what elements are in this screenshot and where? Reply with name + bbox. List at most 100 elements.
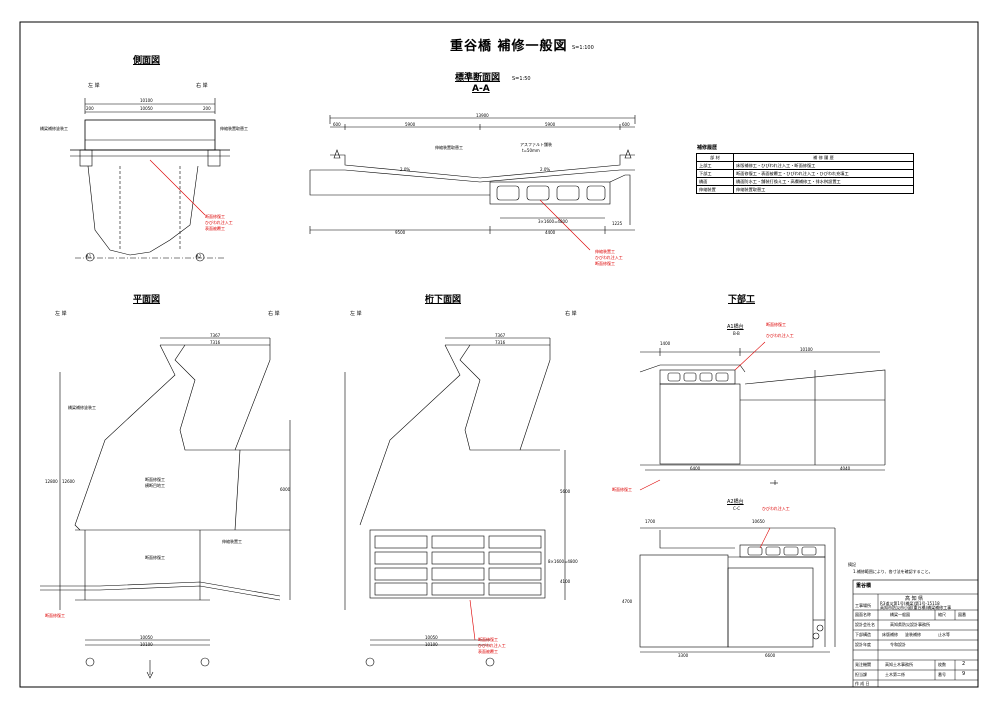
girder-dim-1: 7367 (495, 333, 506, 338)
plan-note-3: 横断目地工 (145, 483, 165, 488)
repair-cell: 伸縮装置取替工 (733, 185, 914, 194)
plan-view-title: 平面図 (133, 295, 161, 305)
repair-table-header: 部 材補 修 履 歴 (696, 153, 914, 162)
tb-cell: 番号 (938, 672, 946, 677)
plan-dim-3: 10050 (140, 635, 153, 640)
a1-dim-1: 1400 (660, 341, 671, 346)
side-note-2: 伸縮装置取替工 (220, 126, 248, 131)
section-scale: S=1:50 (512, 76, 531, 82)
a2-dim-1: 1700 (645, 519, 656, 524)
side-view-title: 側面図 (133, 56, 161, 66)
title-block-frame (852, 579, 979, 688)
section-dim-e: 9500 (395, 230, 406, 235)
side-red-note-1: 断面修復工 (205, 214, 225, 219)
tb-cell: 枚数 (938, 662, 946, 667)
section-dim-total: 13900 (476, 113, 489, 118)
repair-cell: 伸縮装置 (696, 185, 734, 194)
side-dim-4: 200 (203, 106, 211, 111)
repair-cell: 下部工 (696, 169, 734, 178)
repair-cell: 断面修復工・表面被覆工・ひびわれ注入工・ひびわれ充填工 (733, 169, 914, 178)
substructure-title: 下部工 (728, 295, 756, 305)
section-subtitle: A-A (472, 84, 490, 94)
girder-dim-6: 4100 (560, 579, 571, 584)
section-red-3: 断面修復工 (595, 261, 615, 266)
tb-cell: 高知土木事務所 (885, 662, 913, 667)
a1-sub: B-B (733, 331, 740, 336)
tb-cell: 発注機関 (855, 662, 871, 667)
plan-red-note: 断面修復工 (45, 613, 65, 618)
a2-dim-5: 4700 (622, 599, 633, 604)
section-dim-c: 5900 (545, 122, 556, 127)
section-red-2: ひびわれ注入工 (595, 255, 623, 260)
notes-heading: 摘記 (848, 562, 856, 567)
repair-cell: 橋面防水工・舗装打換え工・高欄補修工・排水桝設置工 (733, 177, 914, 186)
section-dim-d: 600 (622, 122, 630, 127)
tb-cell: 高知市防災市小副(重谷橋)橋梁補修工事 (880, 605, 952, 610)
section-slope-l: 2.0% (400, 167, 411, 172)
section-dim-b: 5900 (405, 122, 416, 127)
section-note-1: 伸縮装置取替工 (435, 145, 463, 150)
repair-table-row: 下部工断面修復工・表面被覆工・ひびわれ注入工・ひびわれ充填工 (696, 169, 914, 178)
tb-cell: 9 (962, 671, 966, 677)
drawing-title: 重谷橋 補修一般図 (450, 39, 568, 54)
girder-dim-2: 7316 (495, 340, 506, 345)
plan-dim-5: 12600 (62, 479, 75, 484)
tb-cell: 床版補修 (882, 632, 898, 637)
tb-cell: 担当課 (855, 672, 867, 677)
side-right-bank: 右 岸 (196, 83, 208, 89)
tb-cell: 下部構造 (855, 632, 871, 637)
plan-dim-6: 12800 (45, 479, 58, 484)
a1-dim-2: 6400 (690, 466, 701, 471)
girder-red-2: ひびわれ注入工 (478, 643, 506, 648)
abutment-a2-drawing (639, 527, 836, 653)
abutment-a1-drawing (639, 341, 886, 491)
girder-red-3: 表面被覆工 (478, 649, 498, 654)
tb-cell: 橋梁一般図 (890, 612, 910, 617)
a1-dim-4: 10100 (800, 347, 813, 352)
repair-table-title: 補修履歴 (697, 145, 718, 151)
tb-cell: R3道災第1号(橋梁)第1号-15118 (880, 601, 940, 606)
tb-cell: 設計会社名 (855, 622, 875, 627)
tb-bridge: 重谷橋 (856, 583, 872, 589)
repair-cell: 橋面 (696, 177, 734, 186)
side-dim-3: 200 (86, 106, 94, 111)
tb-cell: 工事場所 (855, 603, 871, 608)
side-view-drawing (70, 98, 230, 262)
section-note-2: アスファルト舗装 (520, 142, 552, 147)
a2-red-1: ひびわれ注入工 (762, 506, 790, 511)
tb-cell: 土木第二係 (885, 672, 905, 677)
section-dim-a: 600 (333, 122, 341, 127)
tb-owner: 高 知 県 (905, 596, 924, 602)
girder-dim-3: 10050 (425, 635, 438, 640)
drawing-scale: S=1:100 (572, 45, 594, 51)
plan-note-5: 断面修復工 (145, 555, 165, 560)
repair-header-part: 部 材 (696, 153, 734, 162)
girder-dim-7: 8×1600=4800 (548, 559, 578, 564)
tb-cell: 高知県防災設計事務所 (890, 622, 930, 627)
a2-dim-3: 3300 (678, 653, 689, 658)
repair-table: 部 材補 修 履 歴 上部工床版補修工・ひびわれ注入工・断面修復工 下部工断面修… (696, 153, 914, 194)
plan-dim-2: 7316 (210, 340, 221, 345)
tb-cell: 令和設計 (890, 642, 906, 647)
plan-view-drawing (40, 337, 291, 679)
side-pier-a1: A1 (86, 254, 92, 259)
girder-red-1: 断面修復工 (478, 637, 498, 642)
tb-cell: 図番 (958, 612, 966, 617)
plan-left-bank: 左 岸 (55, 311, 67, 317)
girder-dim-4: 10100 (425, 642, 438, 647)
plan-dim-1: 7367 (210, 333, 221, 338)
sheet-border (19, 21, 979, 688)
a2-sub: C-C (733, 506, 741, 511)
side-red-note-2: ひびわれ注入工 (205, 220, 233, 225)
girder-right-bank: 右 岸 (565, 311, 577, 317)
repair-table-row: 橋面橋面防水工・舗装打換え工・高欄補修工・排水桝設置工 (696, 177, 914, 186)
girder-bottom-drawing (344, 337, 566, 667)
a1-label: A1橋台 (727, 324, 744, 330)
a1-red-2: ひびわれ注入工 (766, 333, 794, 338)
side-left-bank: 左 岸 (88, 83, 100, 89)
tb-cell: 縮尺 (938, 612, 946, 617)
repair-cell: 床版補修工・ひびわれ注入工・断面修復工 (733, 161, 914, 170)
section-title: 標準断面図 (455, 73, 501, 83)
